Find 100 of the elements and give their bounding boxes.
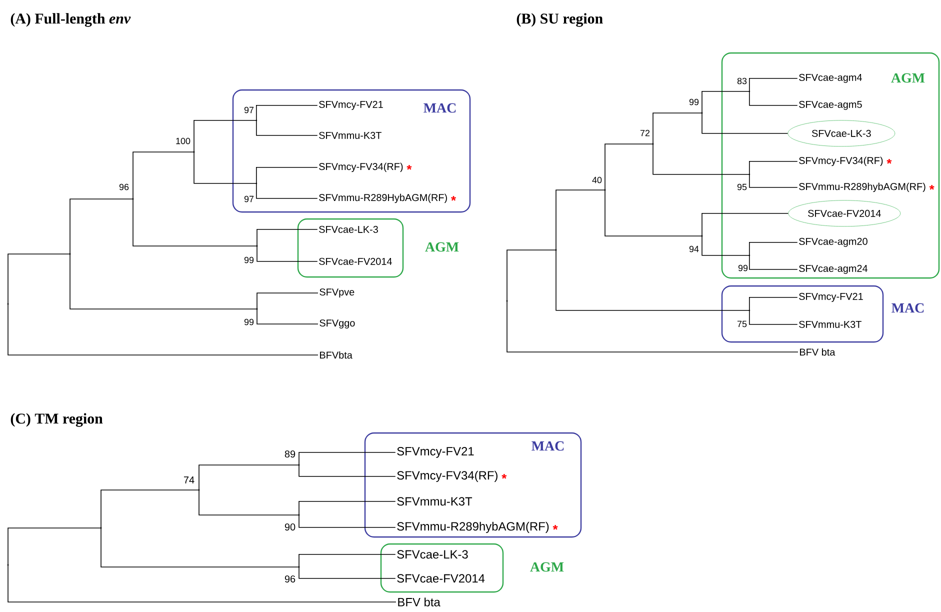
panel-title: (B) SU region: [516, 13, 603, 27]
bootstrap-value: 83: [737, 78, 747, 84]
tree-branch: [749, 310, 798, 325]
tree-branch: [702, 112, 788, 134]
tree-branch: [8, 528, 102, 566]
bootstrap-value: 97: [244, 196, 254, 202]
tree-branch: [256, 105, 318, 121]
tree-branch: [70, 198, 134, 254]
taxon-label: SFVmmu-K3T: [319, 132, 382, 139]
tree-branch: [702, 213, 789, 236]
panel-title: (C) TM region: [10, 413, 103, 427]
tree-branch: [702, 91, 750, 114]
taxon-label: SFVmcy-FV34(RF): [319, 162, 403, 172]
taxon-label: SFVcae-FV2014: [319, 258, 392, 265]
bootstrap-value: 90: [284, 523, 296, 531]
taxon-label: SFVcae-agm5: [799, 100, 862, 110]
bootstrap-value: 74: [184, 476, 194, 484]
bootstrap-value: 99: [689, 98, 699, 106]
bootstrap-value: 72: [640, 130, 650, 136]
bootstrap-value: 96: [119, 184, 129, 190]
tree-branch: [198, 464, 300, 490]
tree-branch: [749, 297, 798, 311]
tree-branch: [132, 198, 258, 246]
tree-branch: [749, 255, 798, 270]
bootstrap-value: 99: [738, 264, 748, 272]
tree-branch: [506, 250, 556, 302]
taxon-label: SFVmcy-FV21: [799, 292, 863, 302]
tree-branch: [556, 190, 606, 250]
taxon-label: SFVcae-agm24: [799, 264, 868, 274]
tree-branch: [298, 514, 396, 528]
taxon-label: SFVmcy-FV34(RF): [799, 156, 883, 166]
taxon-label: SFVcae-FV2014: [397, 574, 485, 583]
tree-branch: [749, 161, 798, 175]
clade-label: AGM: [530, 562, 564, 572]
tree-branch: [256, 167, 318, 184]
asterisk-mark: *: [886, 158, 892, 164]
tree-branch: [749, 174, 798, 188]
tree-branch: [8, 564, 396, 602]
tree-branch: [100, 528, 300, 568]
tree-branch: [556, 250, 750, 311]
bootstrap-value: 75: [737, 320, 747, 328]
taxon-label: SFVcae-agm4: [799, 74, 862, 83]
taxon-label: SFVcae-LK-3: [319, 226, 378, 233]
taxon-label: SFVmcy-FV34(RF): [397, 470, 498, 482]
bootstrap-value: 95: [737, 184, 747, 190]
tree-branch: [604, 144, 654, 190]
tree-branch: [132, 152, 194, 200]
taxon-label: SFVcae-agm20: [799, 238, 868, 247]
tree-branch: [749, 91, 798, 106]
tree-branch: [749, 78, 798, 92]
asterisk-mark: *: [929, 184, 934, 190]
bootstrap-value: 89: [284, 450, 296, 458]
tree-branch: [194, 152, 257, 184]
bootstrap-value: 99: [244, 318, 254, 326]
tree-branch: [652, 144, 750, 175]
taxon-label: SFVmcy-FV21: [397, 446, 474, 458]
tree-branch: [256, 183, 318, 199]
taxon-label: SFVpve: [320, 288, 354, 298]
clade-label: AGM: [425, 242, 459, 252]
taxon-label: SFVggo: [320, 319, 355, 328]
taxon-label: SFVmmu-K3T: [397, 497, 472, 506]
tree-branch: [298, 464, 396, 477]
asterisk-mark: *: [406, 164, 412, 170]
asterisk-mark: *: [552, 524, 558, 530]
tree-branch: [256, 308, 318, 324]
tree-branch: [70, 254, 258, 310]
taxon-label: BFVbta: [320, 351, 352, 359]
tree-branch: [8, 304, 318, 356]
tree-branch: [256, 292, 318, 310]
taxon-label: BFV bta: [800, 348, 836, 356]
tree-branch: [194, 120, 257, 152]
tree-branch: [256, 120, 318, 136]
clade-label: MAC: [532, 441, 564, 451]
clade-label: MAC: [424, 103, 456, 113]
taxon-label: BFV bta: [398, 598, 440, 606]
tree-branch: [100, 490, 200, 528]
tree-branch: [198, 490, 300, 516]
tree-branch: [298, 501, 396, 516]
tree-branch: [256, 229, 318, 246]
tree-branch: [298, 554, 396, 568]
tree-branch: [749, 242, 798, 256]
tree-branch: [8, 254, 70, 304]
panel-title: (A) Full-length env: [10, 13, 131, 27]
bootstrap-value: 100: [176, 138, 190, 144]
tree-branch: [604, 190, 702, 236]
bootstrap-value: 40: [592, 176, 602, 184]
taxon-label: SFVmcy-FV21: [319, 100, 383, 110]
bootstrap-value: 99: [244, 256, 254, 264]
bootstrap-value: 96: [284, 575, 296, 583]
tree-branch: [256, 246, 318, 262]
bootstrap-value: 97: [244, 106, 254, 114]
tree-branch: [298, 566, 396, 579]
clade-label: MAC: [892, 303, 924, 313]
asterisk-mark: *: [502, 474, 507, 479]
taxon-label: SFVmmu-R289HybAGM(RF): [319, 194, 447, 204]
tree-branch: [506, 300, 798, 352]
tree-branch: [702, 236, 750, 256]
taxon-label: SFVmmu-R289hybAGM(RF): [799, 182, 926, 192]
bootstrap-value: 94: [689, 246, 699, 252]
taxon-label: SFVmmu-K3T: [799, 320, 862, 328]
